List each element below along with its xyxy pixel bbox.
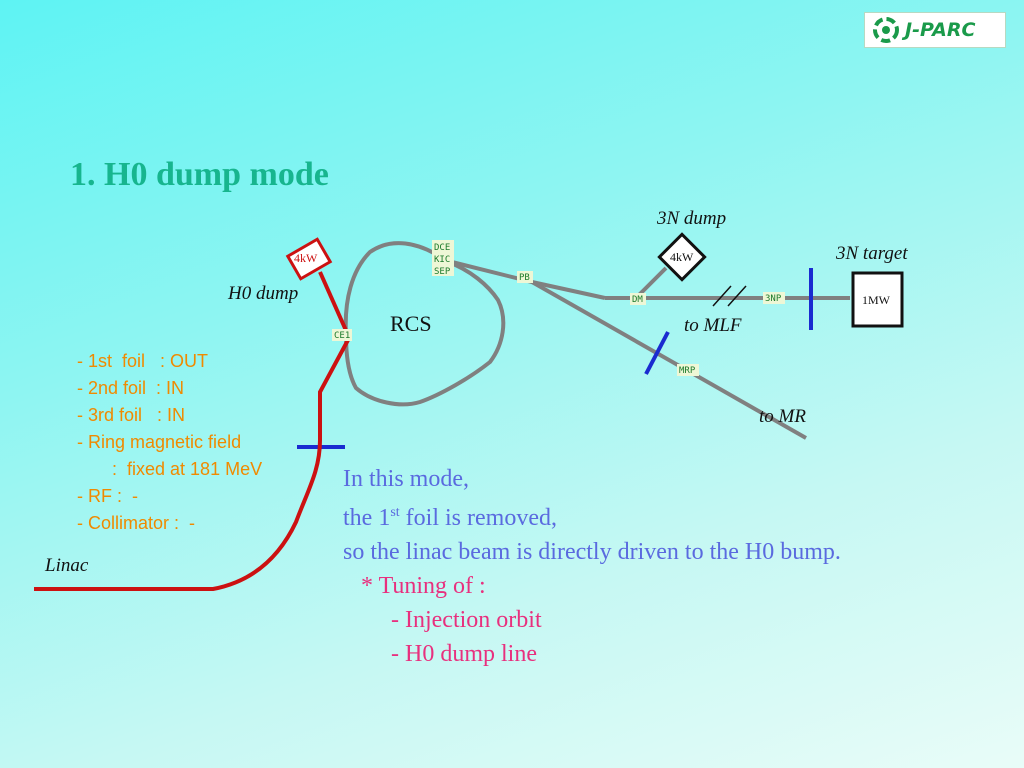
condition-1st-foil: - 1st foil : OUT <box>77 351 209 371</box>
mlf-line-1 <box>531 280 606 300</box>
h0-dump-line <box>318 271 350 336</box>
description-line-2-post: foil is removed, <box>399 505 557 531</box>
tag-sep: SEP <box>434 267 451 277</box>
three-n-dump-power: 4kW <box>670 250 694 264</box>
tag-mrp: MRP <box>679 366 696 376</box>
h0-dump-power: 4kW <box>294 251 318 265</box>
h0-dump-box <box>285 237 333 281</box>
mode-conditions: - 1st foil : OUT - 2nd foil : IN - 3rd f… <box>77 348 262 537</box>
j-parc-logo: J-PARC <box>864 12 1006 48</box>
page-title: 1. H0 dump mode <box>70 156 329 193</box>
tag-pb: PB <box>519 273 530 283</box>
condition-rf: - RF : - <box>77 486 138 506</box>
to-mlf-label: to MLF <box>684 315 742 336</box>
condition-2nd-foil: - 2nd foil : IN <box>77 378 185 398</box>
tag-kic: KIC <box>434 255 450 265</box>
line-break-mark-2 <box>727 285 747 307</box>
h0-dump-label: H0 dump <box>227 283 298 304</box>
tuning-header: * Tuning of : <box>343 573 486 599</box>
condition-ring-field: - Ring magnetic field <box>77 432 242 452</box>
tuning-item: - Injection orbit <box>343 607 542 633</box>
to-mr-label: to MR <box>759 406 806 427</box>
mr-marker <box>644 331 670 375</box>
logo-text: J-PARC <box>905 19 976 41</box>
rcs-ring <box>343 241 506 407</box>
description-line-2: the 1st foil is removed, <box>343 496 841 535</box>
line-break-mark-1 <box>712 285 732 307</box>
three-n-dump-label: 3N dump <box>656 208 726 229</box>
rcs-label: RCS <box>390 311 432 336</box>
linac-label: Linac <box>44 555 89 576</box>
tag-3np: 3NP <box>765 294 782 304</box>
j-parc-logo-icon <box>873 17 899 43</box>
description-line-2-pre: the 1 <box>343 505 391 531</box>
condition-3rd-foil: - 3rd foil : IN <box>77 405 186 425</box>
mr-line <box>531 280 807 440</box>
three-n-target-power: 1MW <box>862 293 891 307</box>
description-line-2-sup: st <box>390 505 400 520</box>
tag-ce1: CE1 <box>334 331 350 341</box>
tag-dm: DM <box>632 295 643 305</box>
three-n-target-box <box>851 271 904 328</box>
linac-line <box>34 339 350 591</box>
tuning-item: - H0 dump line <box>343 641 537 667</box>
condition-collimator: - Collimator : - <box>77 513 196 533</box>
three-n-target-label: 3N target <box>835 243 908 264</box>
mode-description: In this mode, the 1st foil is removed, s… <box>343 462 841 671</box>
description-line-3: so the linac beam is directly driven to … <box>343 539 841 565</box>
three-n-dump-box <box>657 232 707 282</box>
condition-ring-field-value: : fixed at 181 MeV <box>77 459 263 479</box>
description-line-1: In this mode, <box>343 466 469 492</box>
tag-dce: DCE <box>434 243 450 253</box>
